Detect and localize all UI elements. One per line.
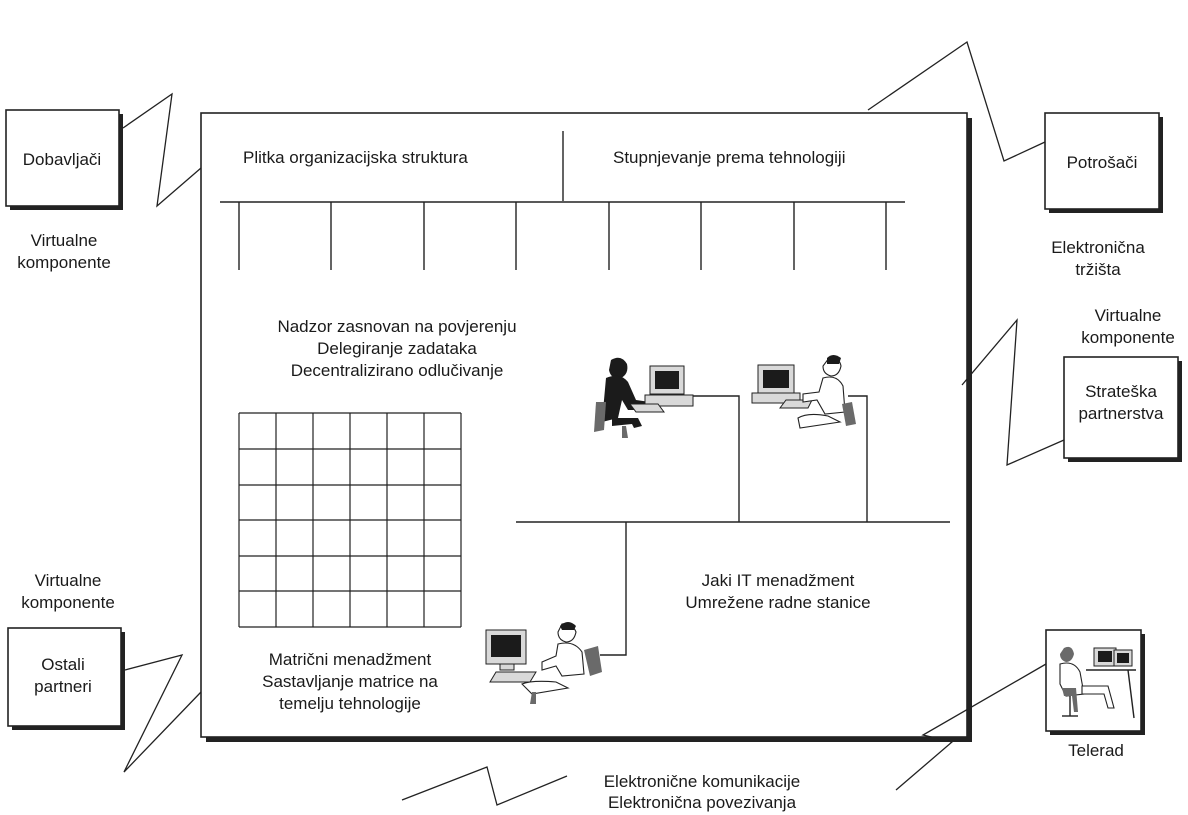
strategic-label-2: partnerstva <box>1078 404 1164 423</box>
matrix-line-1: Matrični menadžment <box>269 650 432 669</box>
man-at-computer-icon <box>751 355 856 429</box>
network-lines <box>516 395 950 656</box>
consumers-link <box>867 40 1046 162</box>
trust-control-text: Nadzor zasnovan na povjerenju Delegiranj… <box>277 317 516 380</box>
other-label-2: partneri <box>34 677 92 696</box>
middle-line-2: Delegiranje zadataka <box>317 339 477 358</box>
main-box <box>200 112 972 742</box>
strategic-link <box>961 318 1065 467</box>
other-label-1: Ostali <box>41 655 84 674</box>
strategic-partners-node: Virtualne komponente Strateška partnerst… <box>1063 306 1182 462</box>
other-partners-link <box>123 654 202 773</box>
woman-at-computer-icon <box>594 357 694 438</box>
telework-workstation-icon <box>1059 646 1136 719</box>
suppliers-label: Dobavljači <box>23 150 101 169</box>
person-at-computer-icon <box>485 622 602 704</box>
consumers-label: Potrošači <box>1067 153 1138 172</box>
middle-line-1: Nadzor zasnovan na povjerenju <box>277 317 516 336</box>
electronic-communications-text: Elektronične komunikacije Elektronična p… <box>604 772 801 812</box>
other-caption-1: Virtualne <box>35 571 102 590</box>
matrix-grid <box>238 412 462 628</box>
network-line-1: Jaki IT menadžment <box>702 571 855 590</box>
bottom-caption-1: Elektronične komunikacije <box>604 772 801 791</box>
network-line-2: Umrežene radne stanice <box>685 593 870 612</box>
telework-caption: Telerad <box>1068 741 1124 760</box>
matrix-management-text: Matrični menadžment Sastavljanje matrice… <box>262 650 438 713</box>
consumers-caption-1: Elektronična <box>1051 238 1145 257</box>
suppliers-link <box>122 92 202 208</box>
consumers-node: Potrošači Elektronična tržišta <box>1044 112 1163 279</box>
strategic-caption-1: Virtualne <box>1095 306 1162 325</box>
matrix-line-3: temelju tehnologije <box>279 694 421 713</box>
suppliers-node: Dobavljači Virtualne komponente <box>5 109 123 272</box>
flat-org-chart <box>220 201 905 270</box>
strategic-caption-2: komponente <box>1081 328 1175 347</box>
other-partners-node: Virtualne komponente Ostali partneri <box>7 571 125 730</box>
telework-link <box>895 663 1047 791</box>
it-management-text: Jaki IT menadžment Umrežene radne stanic… <box>685 571 870 612</box>
suppliers-caption-1: Virtualne <box>31 231 98 250</box>
bottom-caption-2: Elektronična povezivanja <box>608 793 797 812</box>
other-caption-2: komponente <box>21 593 115 612</box>
technology-grading-label: Stupnjevanje prema tehnologiji <box>613 148 846 167</box>
middle-line-3: Decentralizirano odlučivanje <box>291 361 504 380</box>
matrix-line-2: Sastavljanje matrice na <box>262 672 438 691</box>
suppliers-caption-2: komponente <box>17 253 111 272</box>
strategic-label-1: Strateška <box>1085 382 1157 401</box>
telework-node: Telerad <box>1045 629 1145 760</box>
shallow-structure-label: Plitka organizacijska struktura <box>243 148 468 167</box>
consumers-caption-2: tržišta <box>1075 260 1121 279</box>
communication-link <box>401 766 568 806</box>
